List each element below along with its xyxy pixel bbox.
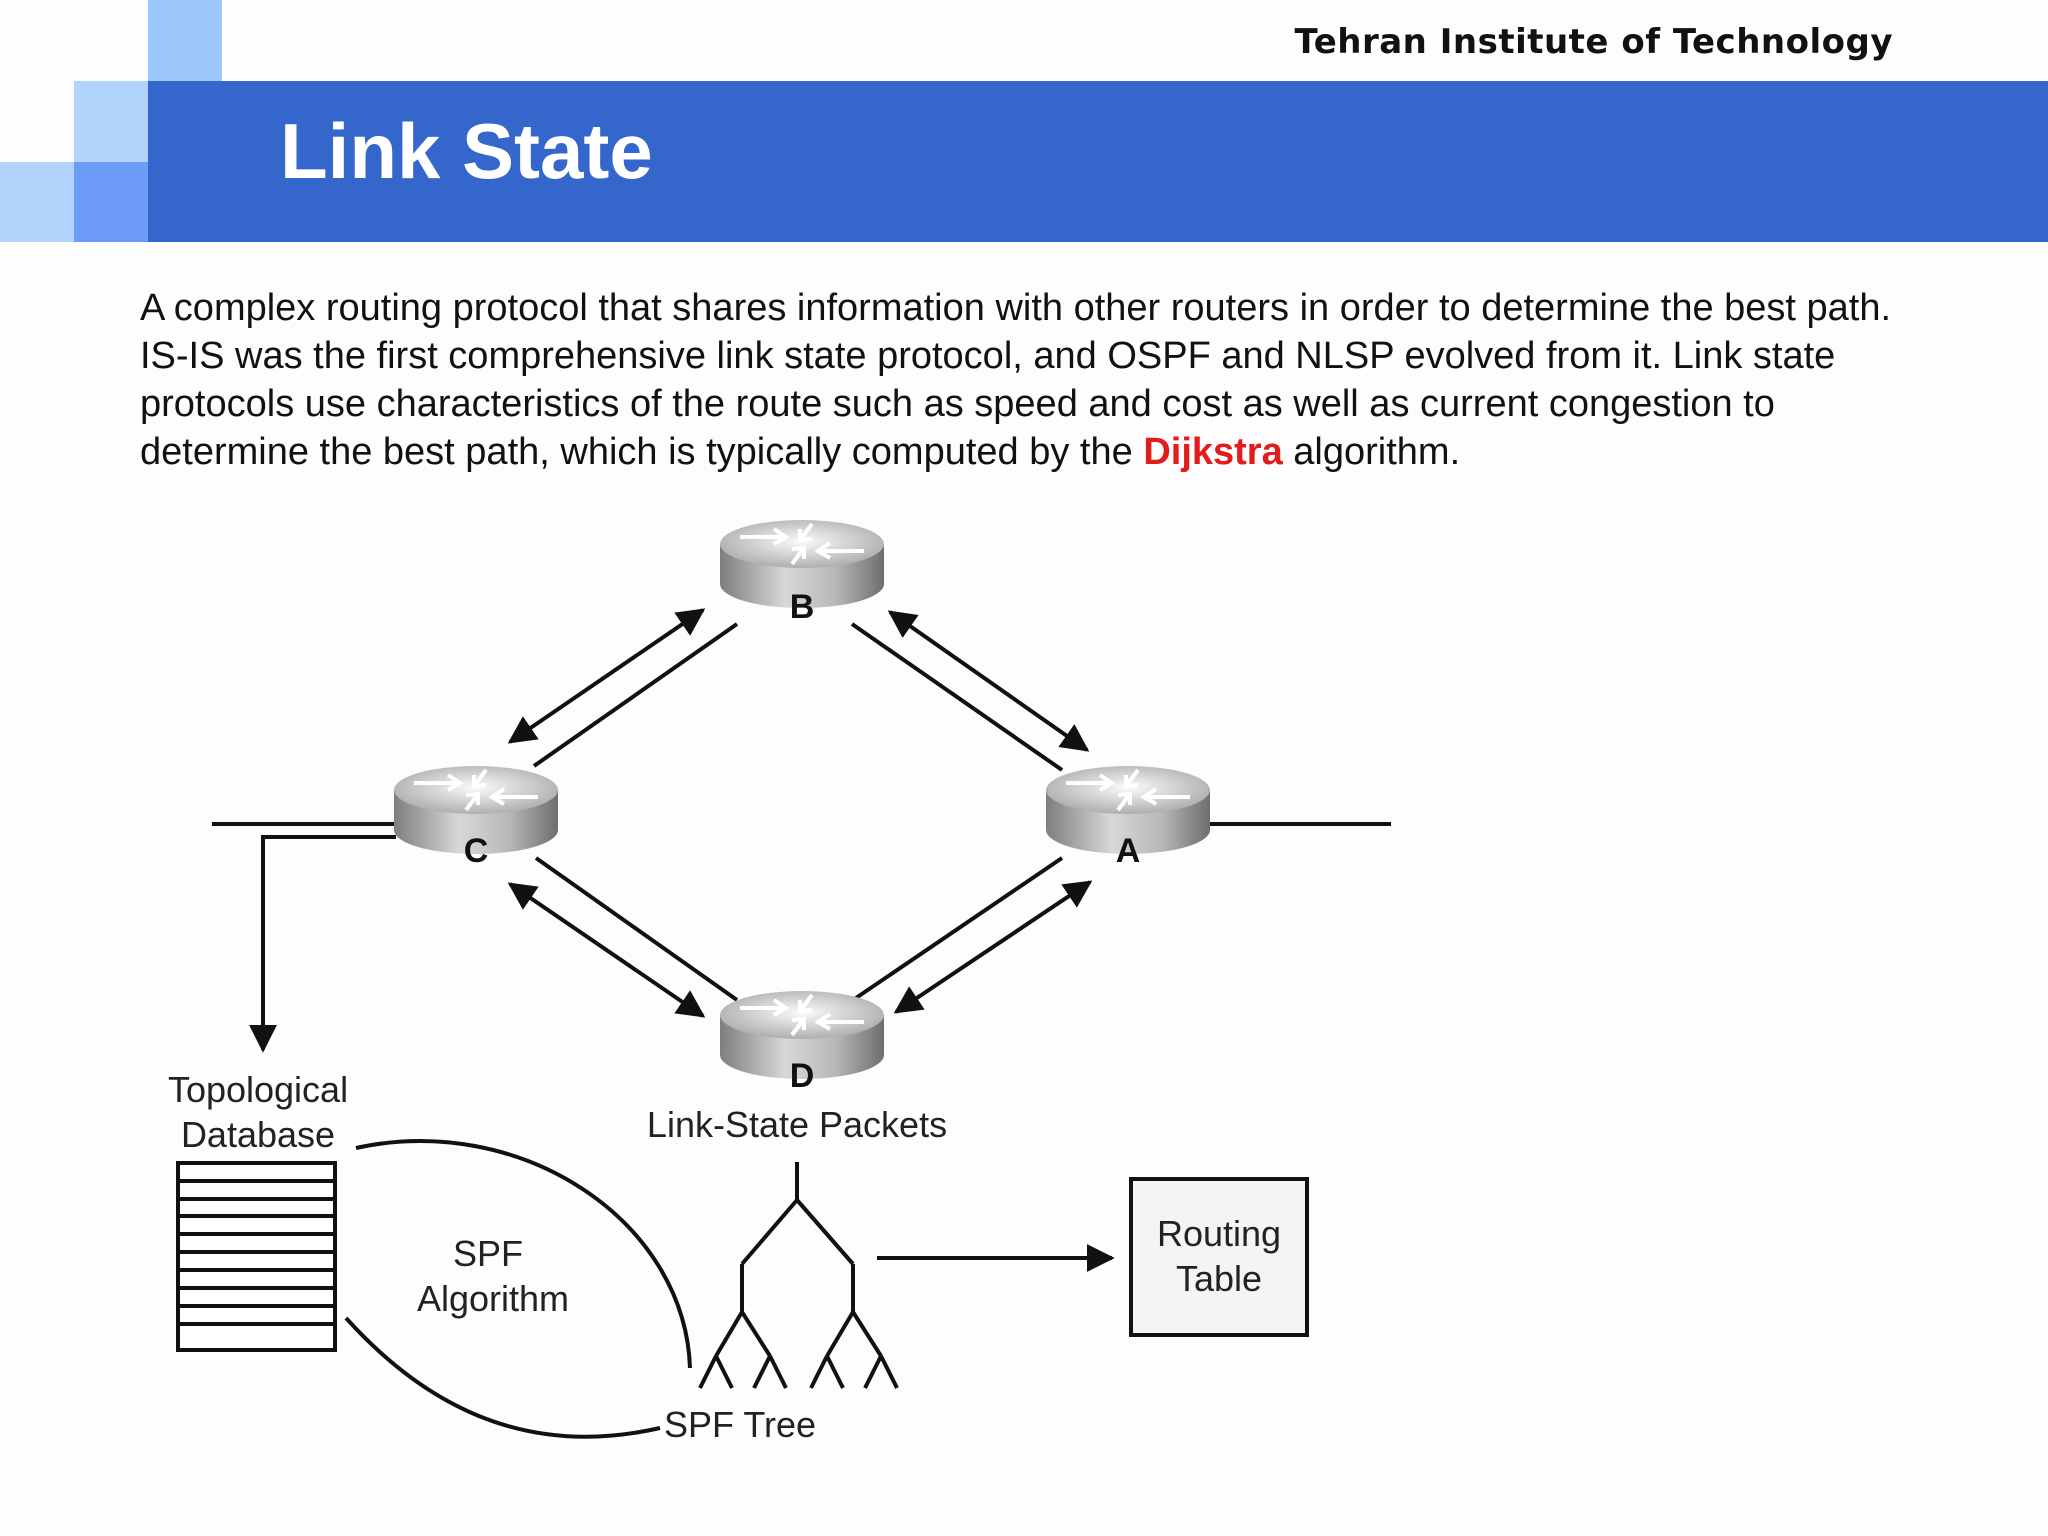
deco-square: [0, 162, 74, 242]
slide-title: Link State: [280, 107, 653, 195]
router-links: [212, 608, 1391, 1053]
topo-db-table: [176, 1161, 337, 1352]
router-c-label: C: [464, 832, 489, 870]
deco-square: [74, 81, 148, 162]
description-text: A complex routing protocol that shares i…: [140, 287, 1892, 473]
deco-square: [148, 0, 222, 81]
dijkstra-highlight: Dijkstra: [1143, 431, 1283, 473]
routing-table-label-2: Table: [1176, 1258, 1262, 1299]
spf-tree: [698, 1162, 899, 1389]
description-paragraph: A complex routing protocol that shares i…: [140, 284, 1940, 476]
topo-db-label-1: Topological: [168, 1069, 348, 1110]
deco-square: [74, 162, 148, 242]
spf-tree-label: SPF Tree: [664, 1404, 816, 1445]
title-banner: [148, 81, 2048, 242]
routing-table-box: [1129, 1177, 1309, 1337]
spf-algorithm-curve: [344, 1139, 692, 1439]
spf-algorithm-label-1: SPF: [453, 1233, 523, 1274]
lsp-label: Link-State Packets: [647, 1104, 947, 1145]
spf-algorithm-label-2: Algorithm: [417, 1278, 569, 1319]
router-d-label: D: [790, 1057, 815, 1095]
institute-name: Tehran Institute of Technology: [1294, 22, 1893, 62]
router-b-label: B: [790, 588, 815, 626]
description-text-end: algorithm.: [1282, 431, 1461, 473]
routing-table-label-1: Routing: [1157, 1213, 1281, 1254]
topo-db-label-2: Database: [181, 1114, 335, 1155]
router-a-label: A: [1116, 832, 1141, 870]
